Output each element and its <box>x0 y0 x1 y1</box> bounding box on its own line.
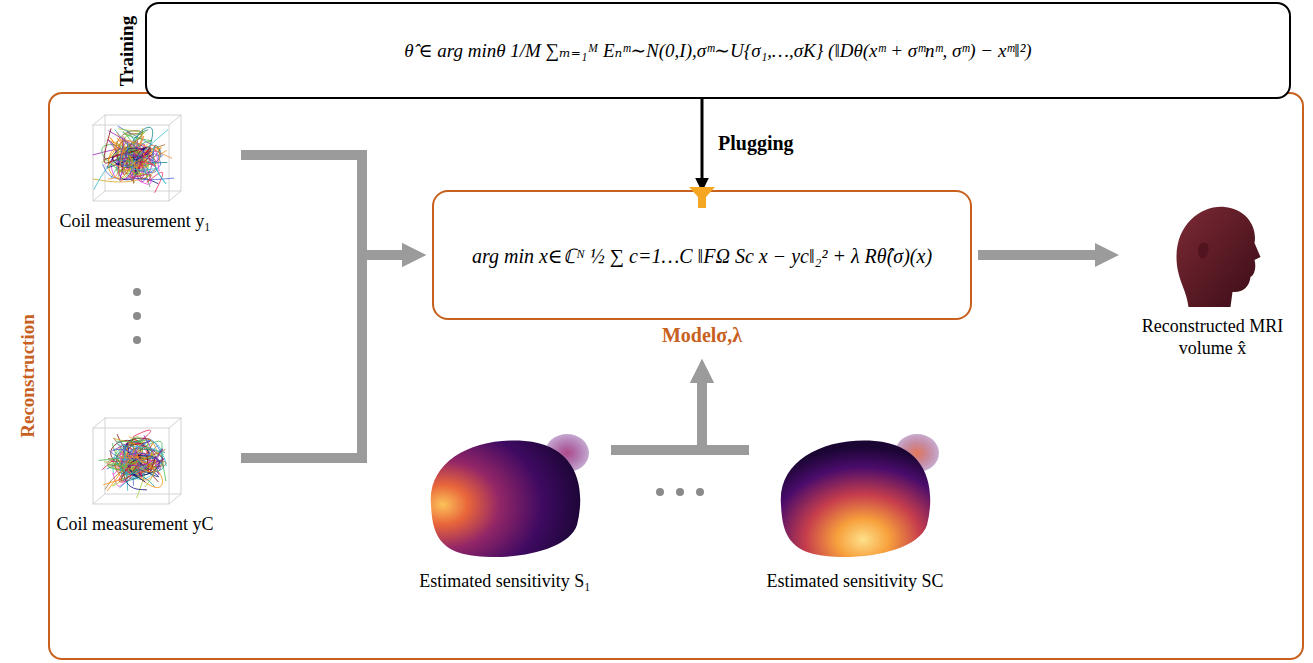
cube-edge <box>93 191 105 201</box>
frame <box>48 92 1304 660</box>
cube-edge <box>169 115 181 125</box>
cube-edge <box>93 418 105 428</box>
flow-arrow <box>611 379 702 450</box>
coil-measurement: Coil measurement y₁ <box>35 105 235 255</box>
coil-illustration <box>35 408 235 508</box>
dot <box>676 488 684 496</box>
trajectory <box>128 435 163 469</box>
model-box: arg min x∈ℂᴺ ½ ∑ c=1…C ‖FΩ Sc x − yc‖₂² … <box>432 190 972 355</box>
section-heading: Training <box>113 2 141 99</box>
cube-edge <box>169 418 181 428</box>
caption-holder: Coil measurement y₁ <box>35 211 235 233</box>
sens-illustration <box>405 425 605 565</box>
edge-label-holder: Plugging <box>716 132 796 155</box>
cube-face <box>105 418 181 494</box>
section-heading-holder: Training <box>113 2 141 99</box>
formula: θ̂ ∈ arg minθ 1/M ∑ₘ₌₁ᴹ Eₙᵐ∼N(0,I),σᵐ∼U{… <box>404 39 1031 62</box>
plug-arrow <box>701 99 704 180</box>
vertical-ellipsis <box>133 288 141 344</box>
sens-illustration <box>755 425 955 565</box>
cube-outline <box>93 115 181 201</box>
model-label: Modelσ,λ <box>662 324 742 347</box>
dot <box>133 288 141 296</box>
caption-holder: Coil measurement yC <box>35 514 235 536</box>
dot <box>133 312 141 320</box>
cube-face <box>93 428 169 504</box>
trajectories <box>99 430 167 498</box>
coil-measurement: Coil measurement yC <box>35 408 235 558</box>
flow-arrow <box>978 250 1099 260</box>
model-label-holder: Modelσ,λ <box>432 324 972 347</box>
cube-edge <box>93 115 105 125</box>
cube-edge <box>169 494 181 504</box>
caption: Reconstructed MRI volume x̂ <box>1138 316 1288 359</box>
funnel-shape <box>689 187 715 208</box>
flow-arrow <box>241 155 406 255</box>
flow-arrow <box>241 255 406 458</box>
funnel-icon <box>687 184 717 210</box>
cube-edge <box>93 494 105 504</box>
formula-holder: arg min x∈ℂᴺ ½ ∑ c=1…C ‖FΩ Sc x − yc‖₂² … <box>434 192 970 318</box>
trajectory <box>107 443 156 491</box>
trajectory <box>132 130 168 184</box>
ear <box>1198 243 1209 259</box>
cube-edge <box>169 191 181 201</box>
dot <box>656 488 664 496</box>
frame: θ̂ ∈ arg minθ 1/M ∑ₘ₌₁ᴹ Eₙᵐ∼N(0,I),σᵐ∼U{… <box>145 2 1291 99</box>
trajectory <box>113 449 162 462</box>
sensitivity-blob <box>431 441 580 558</box>
trajectories <box>93 126 175 193</box>
horizontal-ellipsis <box>656 488 704 496</box>
model-frame: arg min x∈ℂᴺ ½ ∑ c=1…C ‖FΩ Sc x − yc‖₂² … <box>432 190 972 320</box>
formula: arg min x∈ℂᴺ ½ ∑ c=1…C ‖FΩ Sc x − yc‖₂² … <box>472 242 932 269</box>
caption-holder: Estimated sensitivity SC <box>755 571 955 593</box>
head-silhouette <box>1177 207 1261 307</box>
trajectory <box>108 131 156 181</box>
reconstruction-panel: Reconstruction arg min x∈ℂᴺ ½ ∑ c=1…C ‖FΩ… <box>8 92 1304 660</box>
trajectory <box>117 442 166 474</box>
head-illustration <box>1125 195 1300 310</box>
caption-holder: Reconstructed MRI volume x̂ <box>1138 316 1288 359</box>
flow-arrow <box>702 379 749 450</box>
sensitivity-map: Estimated sensitivity SC <box>755 425 955 615</box>
reconstructed-volume: Reconstructed MRI volume x̂ <box>1125 195 1300 395</box>
caption: Estimated sensitivity S₁ <box>405 571 605 593</box>
sensitivity-blob <box>781 441 930 558</box>
training-box: θ̂ ∈ arg minθ 1/M ∑ₘ₌₁ᴹ Eₙᵐ∼N(0,I),σᵐ∼U{… <box>108 2 1291 99</box>
caption: Estimated sensitivity SC <box>755 571 955 593</box>
formula-holder: θ̂ ∈ arg minθ 1/M ∑ₘ₌₁ᴹ Eₙᵐ∼N(0,I),σᵐ∼U{… <box>147 4 1289 97</box>
coil-illustration <box>35 105 235 205</box>
dot <box>696 488 704 496</box>
trajectory <box>108 140 172 179</box>
edge-label: Plugging <box>716 132 796 155</box>
caption: Coil measurement y₁ <box>35 211 235 233</box>
cube-face <box>93 125 169 201</box>
caption-holder: Estimated sensitivity S₁ <box>405 571 605 593</box>
dot <box>133 336 141 344</box>
cube-outline <box>93 418 181 504</box>
section-heading: Reconstruction <box>14 92 42 660</box>
sensitivity-map: Estimated sensitivity S₁ <box>405 425 605 615</box>
section-heading-holder: Reconstruction <box>14 92 42 660</box>
caption: Coil measurement yC <box>35 514 235 536</box>
